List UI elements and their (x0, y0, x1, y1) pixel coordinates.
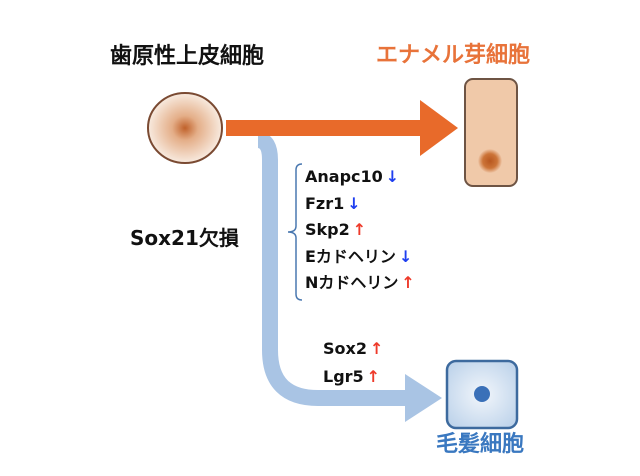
gene-item: Lgr5↑ (323, 369, 380, 385)
hair-nucleus (474, 386, 490, 402)
source-cell-label: 歯原性上皮細胞 (110, 44, 265, 69)
gene-name: Anapc10 (305, 167, 383, 186)
gene-item: Fzr1↓ (305, 193, 361, 213)
orange-arrow-head (420, 100, 458, 156)
gene-item: Anapc10↓ (305, 169, 399, 185)
gene-item: Sox2↑ (323, 341, 383, 357)
arrow-up-icon: ↑ (401, 273, 415, 292)
arrow-up-icon: ↑ (352, 220, 367, 239)
knockout-label: Sox21欠損 (130, 226, 239, 250)
gene-name: Skp2 (305, 220, 350, 239)
arrow-down-icon: ↓ (347, 193, 361, 213)
arrow-down-icon: ↓ (385, 167, 400, 186)
gene-name: Eカドヘリン (305, 246, 396, 266)
arrow-up-icon: ↑ (369, 339, 384, 358)
arrow-up-icon: ↑ (366, 367, 381, 386)
gene-item: Skp2↑ (305, 222, 366, 238)
arrow-down-icon: ↓ (398, 246, 413, 266)
gene-name: Sox2 (323, 339, 367, 358)
gene-name: Fzr1 (305, 193, 345, 213)
hair-cell-label: 毛髪細胞 (436, 432, 525, 457)
gene-name: Lgr5 (323, 367, 364, 386)
epithelial-cell (147, 92, 223, 164)
orange-arrow-shaft (226, 120, 424, 136)
gene-item: Eカドヘリン↓ (305, 246, 413, 266)
blue-arrow-shaft (257, 132, 410, 406)
enamel-cell (464, 78, 518, 187)
enamel-nucleus (478, 149, 502, 173)
blue-arrow-head (405, 374, 442, 422)
gene-name: Nカドヘリン (305, 273, 399, 292)
gene-item: Nカドヘリン↑ (305, 275, 415, 291)
enamel-cell-label: エナメル芽細胞 (376, 43, 531, 68)
bracket (287, 163, 303, 301)
